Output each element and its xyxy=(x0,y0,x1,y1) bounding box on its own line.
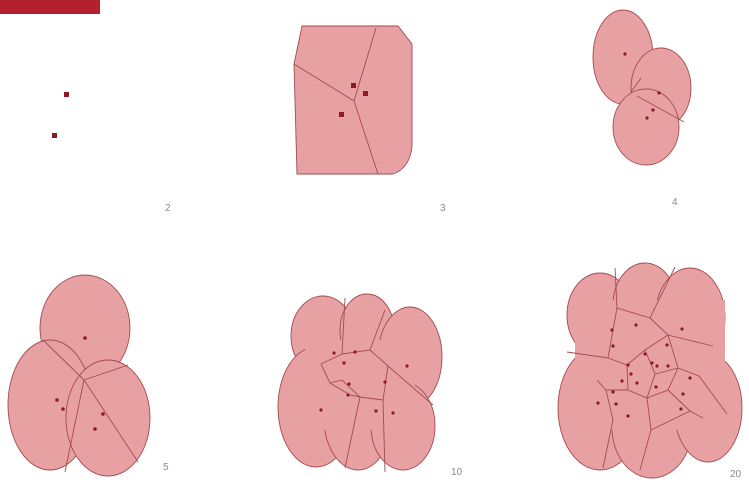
seed-point xyxy=(374,409,377,412)
cell-region xyxy=(575,300,725,430)
seed-point xyxy=(347,382,350,385)
seed-point xyxy=(650,361,653,364)
seed-point xyxy=(614,402,617,405)
cell-region xyxy=(305,340,415,430)
seed-point xyxy=(391,411,394,414)
seed-point xyxy=(629,372,632,375)
seed-point xyxy=(93,427,97,431)
panel-label: 2 xyxy=(165,203,171,214)
seed-point xyxy=(319,408,322,411)
seed-point xyxy=(688,376,691,379)
seed-point xyxy=(665,343,668,346)
panel-label: 4 xyxy=(672,197,678,208)
seed-point xyxy=(64,92,69,97)
seed-point xyxy=(55,398,59,402)
seed-point xyxy=(353,350,356,353)
seed-point xyxy=(346,393,349,396)
panel-label: 3 xyxy=(440,203,446,214)
cell-region xyxy=(66,360,150,476)
seed-point xyxy=(61,407,65,411)
seed-point xyxy=(611,344,614,347)
panel-label: 5 xyxy=(163,462,169,473)
panel-10 xyxy=(278,294,442,472)
panel-label: 10 xyxy=(451,467,462,478)
seed-point xyxy=(657,91,660,94)
panel-3 xyxy=(294,26,412,174)
seed-point xyxy=(643,352,646,355)
seed-point xyxy=(680,327,683,330)
seed-point xyxy=(651,108,654,111)
seed-point xyxy=(666,364,669,367)
seed-point xyxy=(620,379,623,382)
seed-point xyxy=(83,336,87,340)
seed-point xyxy=(339,112,344,117)
seed-point xyxy=(332,351,335,354)
seed-point xyxy=(383,380,386,383)
panel-2 xyxy=(52,92,69,138)
seed-point xyxy=(596,401,599,404)
seed-point xyxy=(634,323,637,326)
seed-point xyxy=(623,52,626,55)
seed-point xyxy=(342,361,345,364)
seed-point xyxy=(626,363,629,366)
seed-point xyxy=(363,91,368,96)
panel-20 xyxy=(558,263,742,478)
seed-point xyxy=(351,83,356,88)
seed-point xyxy=(654,385,657,388)
seed-point xyxy=(626,414,629,417)
seed-point xyxy=(679,407,682,410)
seed-point xyxy=(611,390,614,393)
panel-label: 20 xyxy=(730,469,741,480)
cell-region xyxy=(613,89,679,165)
seed-point xyxy=(52,133,57,138)
seed-point xyxy=(635,381,638,384)
seed-point xyxy=(655,364,658,367)
panel-5 xyxy=(8,275,150,476)
seed-point xyxy=(405,364,408,367)
seed-point xyxy=(681,392,684,395)
seed-point xyxy=(610,328,613,331)
seed-point xyxy=(101,412,105,416)
panel-4 xyxy=(593,10,691,165)
seed-point xyxy=(645,116,648,119)
